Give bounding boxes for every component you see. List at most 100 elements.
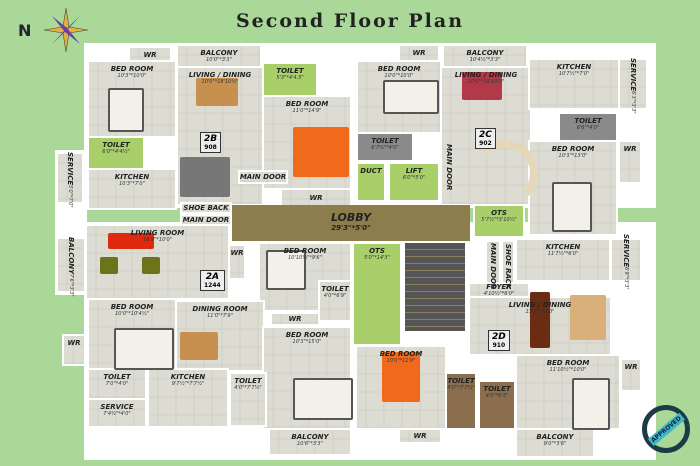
lobby-size: 29'3"*5'0" <box>331 224 371 232</box>
dining-table <box>180 332 218 360</box>
room-size: 10'0"*11'0" <box>386 358 416 364</box>
room-label: SERVICE <box>622 233 630 267</box>
room-size: 10'10½"*9'6" <box>288 255 322 261</box>
room-label: TOILET <box>321 285 349 293</box>
room-label: KITCHEN <box>170 373 206 381</box>
room-size: 5'7½"*3'10½" <box>481 217 517 223</box>
room-shoe-back: SHOE BACK <box>180 202 232 214</box>
room-size: 6'6"*4'0" <box>576 125 600 131</box>
room-size: 4'10½"*6'0" <box>483 291 515 297</box>
room-size: 5'0"*7'0" <box>67 184 73 208</box>
room-size: 10'3"*7'0" <box>119 181 145 187</box>
room-label: KITCHEN <box>556 63 592 71</box>
armchair <box>142 257 160 274</box>
room-label: LIVING / DINING <box>454 71 518 79</box>
unit-id: 2C <box>479 130 492 140</box>
armchair <box>100 257 118 274</box>
room-size: 7'0"*4'0" <box>105 381 129 387</box>
room-label: BED ROOM <box>285 331 329 339</box>
staircase <box>405 243 465 331</box>
room-label: OTS <box>369 247 385 255</box>
sofa <box>180 157 230 197</box>
room-size: 10'0"*18'10½" <box>201 79 239 85</box>
room-size: 11'7½"*6'0" <box>547 251 579 257</box>
room-size: 6'3"*3'3" <box>630 90 636 114</box>
room-size: 9'7½"*7'7½" <box>171 381 205 387</box>
room-main-door: MAIN DOOR <box>238 170 288 184</box>
room-size: 5'3"*4'4.5" <box>276 75 304 81</box>
unit-area: 908 <box>204 144 217 151</box>
room-label: BALCONY <box>67 236 75 274</box>
bed <box>383 80 439 114</box>
room-label: BED ROOM <box>285 100 329 108</box>
room-label: FOYER <box>486 283 512 291</box>
room-label: BALCONY <box>466 49 504 57</box>
plan-title: Second Floor Plan <box>235 10 465 32</box>
room-label: MAIN DOOR <box>445 144 453 191</box>
unit-area: 910 <box>492 342 506 349</box>
room-size: 4'0"*6'3" <box>485 393 509 399</box>
room-label: WR <box>288 315 302 323</box>
room-size: 7'4½"*4'0" <box>103 411 131 417</box>
room-wr: WR <box>618 140 642 184</box>
room-label: KITCHEN <box>114 173 150 181</box>
north-label: N <box>18 21 32 40</box>
room-main-door: MAIN DOOR <box>485 240 501 290</box>
bed <box>552 182 592 232</box>
room-wr: WR <box>128 46 172 64</box>
bed <box>108 88 144 132</box>
room-size: 10'3"*10'0" <box>117 73 147 79</box>
room-label: LIVING / DINING <box>188 71 252 79</box>
unit-id: 2D <box>492 332 506 342</box>
room-label: TOILET <box>371 137 399 145</box>
room-wr: WR <box>398 428 442 444</box>
room-label: KITCHEN <box>545 243 581 251</box>
room-label: WR <box>413 432 427 440</box>
dining-table <box>462 72 502 100</box>
room-label: SERVICE <box>629 57 637 91</box>
compass-rose-icon <box>43 7 89 53</box>
unit-id: 2A <box>205 272 219 282</box>
bed <box>114 328 174 370</box>
room-size: 10'3"*15'0" <box>292 339 322 345</box>
room-label: BED ROOM <box>110 65 154 73</box>
room-shoe-rack: SHOE RACK <box>501 240 515 290</box>
room-label: BED ROOM <box>551 145 595 153</box>
room-label: BALCONY <box>536 433 574 441</box>
room-label: SERVICE <box>66 151 74 185</box>
room-label: BED ROOM <box>379 350 423 358</box>
room-label: TOILET <box>574 117 602 125</box>
room-size: 6'0"*5'0" <box>402 175 426 181</box>
room-size: 11'10½"*10'0" <box>549 367 587 373</box>
room-size: 4'0"*6'9" <box>323 293 347 299</box>
room-label: BED ROOM <box>283 247 327 255</box>
room-label: BED ROOM <box>110 303 154 311</box>
room-label: SHOE BACK <box>183 204 229 212</box>
bed <box>382 352 420 402</box>
bed <box>293 127 349 177</box>
room-size: 10'7½"*7'0" <box>558 71 590 77</box>
room-label: TOILET <box>234 377 262 385</box>
room-wr: WR <box>620 358 642 392</box>
lobby-label: LOBBY <box>330 211 372 224</box>
room-label: TOILET <box>102 141 130 149</box>
room-size: 10'0"*3'3" <box>206 57 232 63</box>
room-label: LIFT <box>405 167 423 175</box>
room-size: 10'0"*10'4½" <box>115 311 149 317</box>
room-label: MAIN DOOR <box>239 173 287 181</box>
